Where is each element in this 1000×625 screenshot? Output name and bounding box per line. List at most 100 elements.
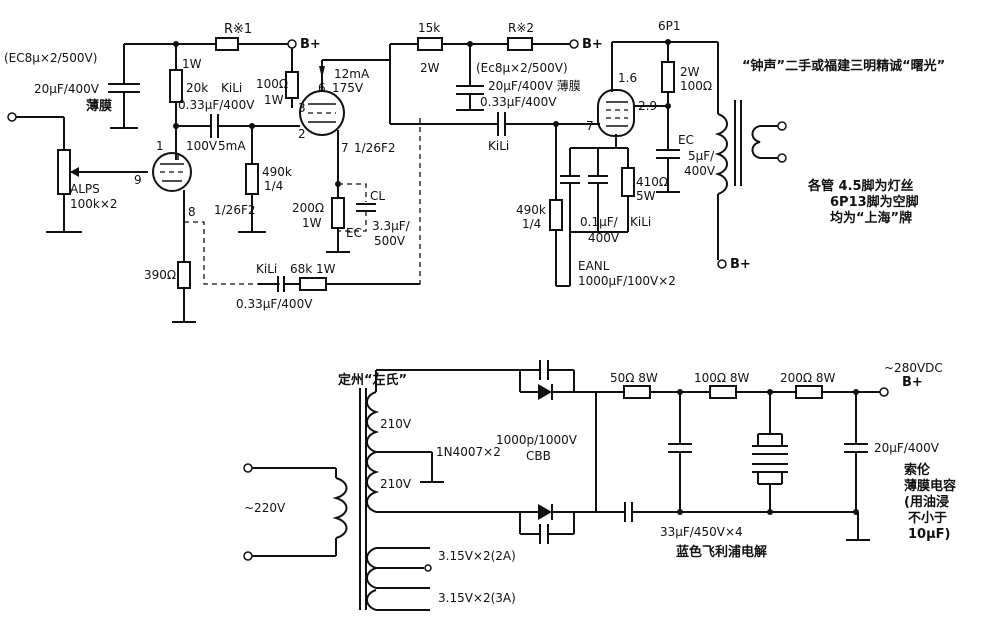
label-note-1: 各管 4.5脚为灯丝 bbox=[807, 178, 914, 194]
label-tube-2: 1/26F2 bbox=[354, 141, 395, 155]
label-68k: 68k 1W bbox=[290, 262, 336, 276]
resistor-490k bbox=[245, 163, 259, 195]
label-alps: ALPS bbox=[70, 182, 100, 196]
resistor-390 bbox=[177, 261, 191, 289]
label-410: 410Ω bbox=[636, 175, 668, 189]
label-mains: ~220V bbox=[244, 501, 286, 515]
label-note-2: 6P13脚为空脚 bbox=[830, 194, 919, 210]
label-cbb-type: CBB bbox=[526, 449, 551, 463]
label-r1: R※1 bbox=[224, 22, 252, 37]
mains-primary-winding bbox=[332, 477, 348, 539]
hv-secondary-winding bbox=[366, 391, 380, 513]
label-pin6: 6 bbox=[318, 81, 326, 95]
diode-top bbox=[538, 384, 552, 400]
preamp-stage bbox=[7, 37, 421, 323]
label-pot-value: 100k×2 bbox=[70, 197, 118, 211]
label-210v-b: 210V bbox=[380, 477, 412, 491]
heater-winding-a bbox=[366, 547, 380, 589]
bplus-terminal-2 bbox=[569, 39, 579, 49]
resistor-410-ohm bbox=[621, 167, 635, 197]
label-5u: 5μF/ bbox=[688, 149, 715, 163]
tube-26f2-first bbox=[152, 152, 192, 192]
label-bplus-2: B+ bbox=[582, 37, 603, 52]
label-100-ohm-1w: 1W bbox=[264, 93, 284, 107]
resistor-r1 bbox=[215, 37, 239, 51]
label-15k: 15k bbox=[418, 21, 440, 35]
label-ec8-top: (EC8μ×2/500V) bbox=[4, 51, 97, 65]
label-01u-v: 400V bbox=[588, 231, 620, 245]
label-kili-4: KiLi bbox=[630, 215, 651, 229]
label-490k-b: 490k bbox=[516, 203, 546, 217]
bplus-terminal-1 bbox=[287, 39, 297, 49]
mains-terminal-2 bbox=[243, 551, 253, 561]
label-ec8-mid: (Ec8μ×2/500V) bbox=[476, 61, 568, 75]
label-c033-2: 0.33μF/400V bbox=[236, 297, 313, 311]
bplus-terminal-psu bbox=[879, 387, 889, 397]
label-c033-3: 0.33μF/400V bbox=[480, 95, 557, 109]
label-100b: 100Ω bbox=[680, 79, 712, 93]
output-transformer-secondary bbox=[751, 125, 761, 159]
label-pin29: 2.9 bbox=[638, 99, 657, 113]
label-20uf-psu: 20μF/400V bbox=[874, 441, 940, 455]
label-eanl-val: 1000μF/100V×2 bbox=[578, 274, 676, 288]
resistor-200-ohm bbox=[331, 197, 345, 229]
label-sony-1: 索伦 bbox=[904, 462, 931, 478]
current-arrow bbox=[319, 66, 325, 78]
label-50-ohm: 50Ω 8W bbox=[610, 371, 658, 385]
label-200-ohm: 200Ω bbox=[292, 201, 324, 215]
label-cl: CL bbox=[370, 189, 385, 203]
label-01u: 0.1μF/ bbox=[580, 215, 619, 229]
label-100-ohm: 100Ω bbox=[256, 77, 288, 91]
label-pin2: 2 bbox=[298, 127, 306, 141]
label-20k: 20k bbox=[186, 81, 208, 95]
label-c33u-v: 500V bbox=[374, 234, 406, 248]
label-transformer-brand: 定州“左氏” bbox=[337, 372, 407, 388]
label-bplus-psu: B+ bbox=[902, 375, 923, 390]
label-note-3: 均为“上海”牌 bbox=[830, 210, 912, 226]
label-out-v: ~280VDC bbox=[884, 361, 943, 375]
label-15k-w: 2W bbox=[420, 61, 440, 75]
feedback-dashed bbox=[184, 118, 421, 285]
bplus-terminal-3 bbox=[717, 259, 727, 269]
label-bplus-3: B+ bbox=[730, 257, 751, 272]
label-eanl: EANL bbox=[578, 259, 610, 273]
speaker-terminal-1 bbox=[777, 121, 787, 131]
label-transformer-note: “钟声”二手或福建三明精诚“曙光” bbox=[742, 58, 945, 74]
label-sony-5: 10μF) bbox=[908, 527, 950, 542]
label-pin7: 7 bbox=[341, 141, 349, 155]
label-kili-1: KiLi bbox=[221, 81, 242, 95]
label-pin7b: 7 bbox=[586, 119, 594, 133]
label-200-ohm-psu: 200Ω 8W bbox=[780, 371, 836, 385]
label-pin3: 3 bbox=[298, 101, 306, 115]
label-1w: 1W bbox=[182, 57, 202, 71]
label-12ma: 12mA bbox=[334, 67, 370, 81]
label-c33u: 3.3μF/ bbox=[372, 219, 411, 233]
label-kili-3: KiLi bbox=[488, 139, 509, 153]
label-r2: R※2 bbox=[508, 21, 534, 35]
resistor-15k bbox=[417, 37, 443, 51]
label-kili-2: KiLi bbox=[256, 262, 277, 276]
diode-bottom bbox=[538, 504, 552, 520]
label-c033-1: 0.33μF/400V bbox=[178, 98, 255, 112]
mains-terminal-1 bbox=[243, 463, 253, 473]
label-2w: 2W bbox=[680, 65, 700, 79]
label-100v: 100V bbox=[186, 139, 218, 153]
label-film-left: 薄膜 bbox=[86, 98, 112, 114]
label-490k-b-w: 1/4 bbox=[522, 217, 541, 231]
label-210v-a: 210V bbox=[380, 417, 412, 431]
heater-winding-b bbox=[366, 589, 377, 611]
label-5u-v: 400V bbox=[684, 164, 716, 178]
label-175v: 175V bbox=[332, 81, 364, 95]
label-heater-b: 3.15V×2(3A) bbox=[438, 591, 516, 605]
resistor-68k bbox=[299, 277, 327, 291]
resistor-200-ohm-psu bbox=[795, 385, 823, 399]
pot-wiper-arrow bbox=[70, 167, 79, 177]
label-bplus-1: B+ bbox=[300, 37, 321, 52]
label-33uf-psu: 33μF/450V×4 bbox=[660, 525, 743, 539]
label-diode: 1N4007×2 bbox=[436, 445, 501, 459]
resistor-r2 bbox=[507, 37, 533, 51]
label-sony-2: 薄膜电容 bbox=[904, 478, 956, 494]
label-sony-4: 不小于 bbox=[908, 511, 947, 526]
label-410-w: 5W bbox=[636, 189, 656, 203]
label-pin16: 1.6 bbox=[618, 71, 637, 85]
